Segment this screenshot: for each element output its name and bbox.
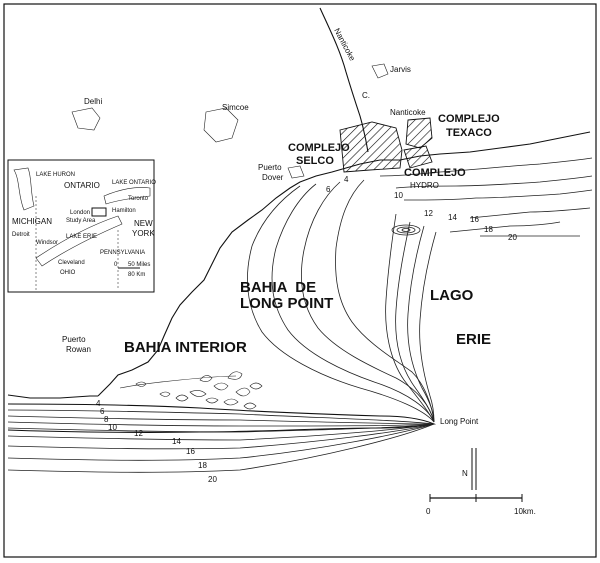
inset-ohio-label: OHIO [60, 270, 76, 276]
inset-york-label: YORK [132, 229, 155, 238]
depth-label-12-west: 12 [134, 429, 143, 438]
inset-scale-miles: 50 Miles [128, 262, 150, 268]
inset-london-label: London [70, 210, 90, 216]
depth-label-18-east: 18 [484, 225, 493, 234]
depth-label-4-west: 4 [96, 399, 101, 408]
complejo-selco-label-1: COMPLEJO [288, 142, 350, 154]
inset-lake-huron [13, 167, 35, 211]
depth-label-10-west: 10 [108, 423, 117, 432]
river-mouth-label: C. [362, 91, 370, 100]
nanticoke-town-label: Nanticoke [390, 108, 426, 117]
simcoe-label: Simcoe [222, 103, 249, 112]
inset-ontario-label: ONTARIO [64, 181, 100, 190]
depth-label-10-east: 10 [394, 191, 403, 200]
depth-label-4-east: 4 [344, 175, 349, 184]
depth-label-20-west: 20 [208, 475, 217, 484]
bay-contours [247, 179, 435, 423]
west-shoreline [7, 394, 98, 399]
long-point-label: Long Point [440, 417, 479, 426]
complejo-texaco-label-1: COMPLEJO [438, 113, 500, 125]
inset-scale-0: 0 [114, 262, 118, 268]
depth-label-12-east: 12 [424, 209, 433, 218]
depth-label-8-west: 8 [104, 415, 109, 424]
delhi-area [71, 107, 101, 131]
inset-lake-huron-label: LAKE HURON [36, 172, 75, 178]
jarvis-label: Jarvis [390, 65, 411, 74]
depth-label-16-west: 16 [186, 447, 195, 456]
north-arrow: N [462, 448, 477, 490]
depth-label-14-east: 14 [448, 213, 457, 222]
west-contours [7, 409, 435, 473]
lake-contours [379, 157, 593, 423]
inset-scale-km: 80 Km [128, 272, 145, 278]
marsh-islands [119, 371, 263, 410]
complejo-selco-area [339, 121, 403, 173]
depth-label-16-east: 16 [470, 215, 479, 224]
north-label: N [462, 469, 468, 478]
lake-label-lago: LAGO [430, 287, 474, 304]
lake-label-erie: ERIE [456, 331, 491, 348]
inset-map: LAKE HURON ONTARIO LAKE ONTARIO Toronto … [7, 159, 156, 293]
simcoe-area [203, 107, 239, 143]
depth-label-6-east: 6 [326, 185, 331, 194]
inset-lake-ontario [103, 187, 151, 205]
puerto-rowan-label-1: Puerto [62, 335, 86, 344]
inner-bay-label: BAHIA INTERIOR [124, 339, 247, 356]
depth-label-6-west: 6 [100, 407, 105, 416]
puerto-dover-area [287, 165, 305, 179]
complejo-selco-label-2: SELCO [296, 155, 334, 167]
delhi-label: Delhi [84, 97, 102, 106]
inset-lake-erie [35, 215, 123, 267]
north-shoreline [97, 131, 591, 397]
inset-pennsylvania-label: PENNSYLVANIA [100, 250, 145, 256]
complejo-hydro-area [403, 145, 433, 169]
puerto-dover-label-1: Puerto [258, 163, 282, 172]
scale-end-label: 10km. [514, 507, 536, 516]
depth-label-14-west: 14 [172, 437, 181, 446]
inset-detroit-label: Detroit [12, 232, 30, 238]
inset-cleveland-label: Cleveland [58, 260, 85, 266]
complejo-texaco-area [405, 117, 433, 149]
inset-study-area [91, 207, 107, 217]
complejo-texaco-label-2: TEXACO [446, 127, 492, 139]
bay-label-top: BAHIA DE [240, 279, 316, 296]
inset-toronto-label: Toronto [128, 196, 149, 202]
scale-bar: 0 10km. [426, 494, 536, 516]
bay-label-bottom: LONG POINT [240, 295, 333, 312]
scale-start-label: 0 [426, 507, 431, 516]
inset-lake-erie-label: LAKE ERIE [66, 234, 97, 240]
depth-label-18-west: 18 [198, 461, 207, 470]
complejo-hydro-label-2: HYDRO [410, 181, 439, 190]
puerto-dover-label-2: Dover [262, 173, 284, 182]
inset-michigan-label: MICHIGAN [12, 217, 52, 226]
puerto-rowan-label-2: Rowan [66, 345, 91, 354]
inset-new-label: NEW [134, 219, 153, 228]
inset-hamilton-label: Hamilton [112, 208, 136, 214]
depth-label-20-east: 20 [508, 233, 517, 242]
inset-lake-ontario-label: LAKE ONTARIO [112, 180, 156, 186]
inset-frame [7, 159, 155, 293]
jarvis-area [371, 63, 389, 79]
complejo-hydro-label-1: COMPLEJO [404, 167, 466, 179]
inset-study-area-label: Study Area [66, 218, 96, 224]
inset-windsor-label: Windsor [36, 240, 58, 246]
